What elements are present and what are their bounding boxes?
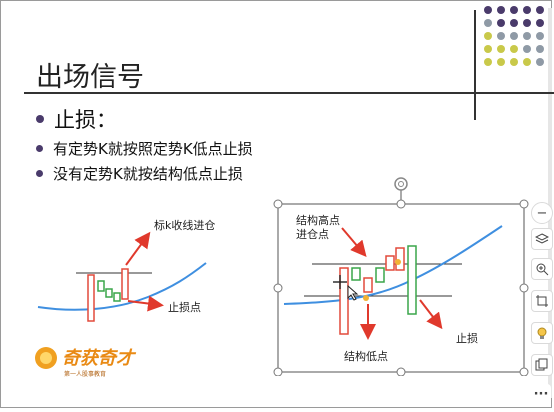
bullet-text: 有定势K就按照定势K低点止损 (53, 140, 253, 158)
zoom-in-icon[interactable] (531, 258, 553, 280)
label-structure-low: 结构低点 (344, 349, 388, 363)
decorative-dot (536, 19, 544, 27)
candle (363, 277, 373, 293)
decorative-dot (510, 19, 518, 27)
heading-text: 止损： (54, 108, 117, 132)
zoom-out-icon[interactable]: − (531, 202, 553, 224)
structure-low-marker (363, 295, 369, 301)
candle (121, 268, 129, 300)
candle (385, 255, 395, 271)
copy-icon[interactable] (531, 354, 553, 376)
decorative-dot (510, 45, 518, 53)
brand-logo: 奇获奇才 第一人股事教育 (35, 347, 137, 378)
decorative-dot (536, 58, 544, 66)
heading-bullet: 止损： (36, 104, 117, 134)
candle (105, 288, 113, 298)
decorative-dot (523, 58, 531, 66)
decorative-dot (497, 6, 505, 14)
decorative-dot (523, 32, 531, 40)
decorative-dot (510, 32, 518, 40)
decorative-dot (484, 45, 492, 53)
scrollbar[interactable] (548, 8, 552, 398)
logo-text: 奇获奇才 (62, 348, 137, 369)
decorative-dot (523, 45, 531, 53)
decorative-dot (497, 58, 505, 66)
right-candle-figure[interactable]: 结构高点 进仓点 结构低点 止损 (272, 176, 530, 376)
floating-toolbar: − ··· (531, 198, 553, 408)
slide-title: 出场信号 (36, 62, 144, 93)
decorative-dot (484, 19, 492, 27)
decorative-dot (484, 58, 492, 66)
label-entry-line2: 进仓点 (296, 227, 329, 241)
entry-arrow (125, 231, 151, 266)
decorative-dot (536, 45, 544, 53)
candle (113, 292, 121, 302)
sub-bullet-2: 没有定势K就按结构低点止损 (36, 163, 243, 184)
decorative-dot (510, 6, 518, 14)
bulb-icon[interactable] (531, 322, 553, 344)
entry-arrow (341, 227, 367, 258)
candle (395, 247, 405, 271)
crop-icon[interactable] (531, 290, 553, 312)
stop-arrow (419, 299, 443, 330)
title-divider (24, 92, 554, 94)
label-stop: 止损 (456, 331, 478, 345)
decorative-dot (536, 32, 544, 40)
bullet-dot-icon (36, 115, 44, 123)
candle (375, 267, 385, 283)
decorative-dot (484, 6, 492, 14)
rotate-handle-icon (394, 177, 408, 191)
left-candle-figure: 标k收线进仓 止损点 (37, 218, 215, 322)
label-entry-line1: 结构高点 (296, 213, 340, 227)
decorative-dot (523, 6, 531, 14)
bullet-dot-icon (36, 145, 43, 152)
title-vertical-divider (474, 10, 476, 120)
candle (407, 245, 417, 315)
candle (97, 280, 105, 292)
logo-tagline: 第一人股事教育 (64, 370, 106, 378)
decorative-dot (497, 45, 505, 53)
candle (351, 267, 361, 281)
bullet-text: 没有定势K就按结构低点止损 (53, 165, 243, 183)
bullet-dot-icon (36, 170, 43, 177)
resize-handles (273, 199, 529, 376)
candle (87, 274, 95, 322)
label-stop: 止损点 (168, 300, 201, 314)
move-cursor-icon (333, 275, 359, 301)
decorative-dot (497, 19, 505, 27)
decorative-dot (484, 32, 492, 40)
more-icon[interactable]: ··· (531, 384, 551, 404)
decorative-dot (523, 19, 531, 27)
layers-icon[interactable] (531, 228, 553, 250)
label-entry: 标k收线进仓 (154, 218, 215, 232)
candle (339, 267, 349, 335)
sub-bullet-1: 有定势K就按照定势K低点止损 (36, 138, 253, 159)
decorative-dot (510, 58, 518, 66)
decorative-dot (497, 32, 505, 40)
stop-arrow (127, 295, 164, 312)
entry-marker (395, 259, 401, 265)
decorative-dot-grid (484, 6, 554, 76)
decorative-dot (536, 6, 544, 14)
